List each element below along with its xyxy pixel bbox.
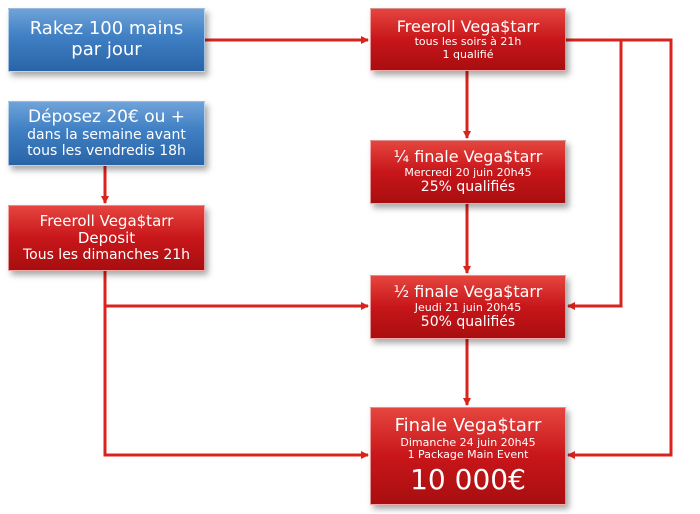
node-deposit-line3: tous les vendredis 18h — [27, 143, 186, 160]
node-freeroll-line3: 1 qualifié — [442, 47, 494, 61]
node-freeroll: Freeroll Vega$tarr tous les soirs à 21h … — [370, 8, 566, 71]
node-deposit-line1: Déposez 20€ ou + — [27, 106, 186, 127]
node-rake-100-mains: Rakez 100 mains par jour — [8, 8, 205, 72]
node-deposit: Déposez 20€ ou + dans la semaine avant t… — [8, 101, 205, 166]
node-final-prize: 10 000€ — [410, 462, 526, 496]
node-freeroll-deposit: Freeroll Vega$tarr Deposit Tous les dima… — [8, 205, 205, 271]
node-quarter-line2: Mercredi 20 juin 20h45 — [404, 165, 532, 179]
edge-freeroll-deposit-final — [103, 306, 369, 459]
node-freeroll-title: Freeroll Vega$tarr — [396, 16, 540, 36]
edge-freeroll-deposit-half — [103, 271, 369, 310]
node-half-title: ½ finale Vega$tarr — [393, 282, 543, 302]
node-deposit-line2: dans la semaine avant — [27, 127, 186, 144]
node-half-final: ½ finale Vega$tarr Jeudi 21 juin 20h45 5… — [370, 275, 566, 339]
node-final-line2: Dimanche 24 juin 20h45 — [400, 435, 536, 449]
node-final-title: Finale Vega$tarr — [394, 414, 542, 436]
node-half-line2: Jeudi 21 juin 20h45 — [414, 300, 522, 314]
node-rake-line2: par jour — [71, 39, 142, 60]
node-freeroll-deposit-line2: Deposit — [77, 228, 136, 247]
node-quarter-final: ¼ finale Vega$tarr Mercredi 20 juin 20h4… — [370, 140, 566, 204]
edge-freeroll-final — [567, 38, 673, 459]
node-quarter-title: ¼ finale Vega$tarr — [393, 147, 543, 167]
node-freeroll-line2: tous les soirs à 21h — [414, 35, 522, 49]
node-half-line3: 50% qualifiés — [420, 314, 516, 331]
edge-freeroll-half — [566, 38, 623, 310]
node-final: Finale Vega$tarr Dimanche 24 juin 20h45 … — [370, 407, 566, 505]
node-quarter-line3: 25% qualifiés — [420, 179, 516, 196]
node-freeroll-deposit-line3: Tous les dimanches 21h — [22, 247, 191, 264]
node-freeroll-deposit-line1: Freeroll Vega$tarr — [39, 211, 174, 230]
node-rake-line1: Rakez 100 mains — [29, 18, 184, 40]
node-final-line3: 1 Package Main Event — [407, 448, 529, 462]
